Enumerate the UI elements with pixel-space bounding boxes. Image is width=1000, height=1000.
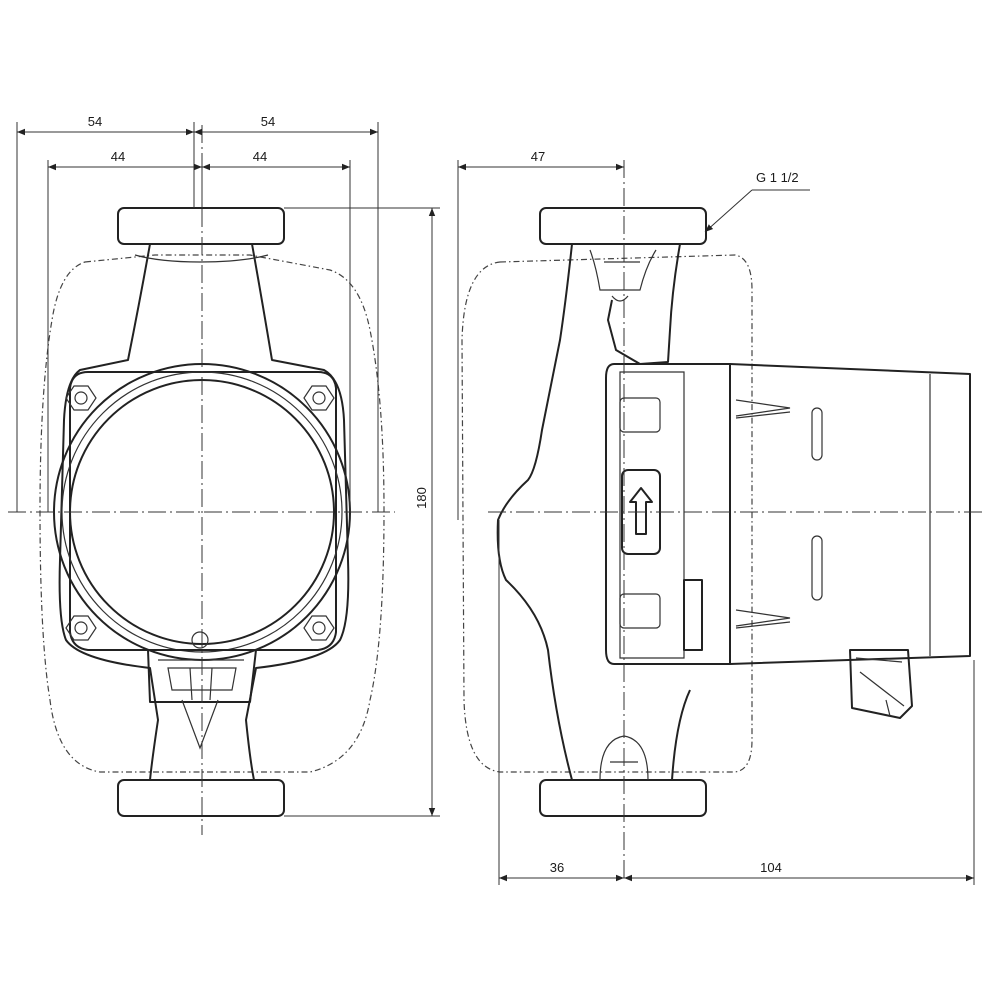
dim-label-height: 180 [414,487,429,509]
flow-direction-arrow-icon [629,487,653,535]
front-connector-box [147,649,257,703]
side-motor-cylinder [729,363,971,665]
dim-label-side-bottom-left: 36 [550,860,564,875]
front-motor-flange [69,371,337,651]
front-bolt-hexes [65,385,335,641]
dim-label-thread: G 1 1/2 [756,170,799,185]
front-body-outline [58,243,350,781]
front-dimensions: 54 54 44 44 180 [16,114,440,817]
front-view [8,125,395,835]
dim-label-side-top-offset: 47 [531,149,545,164]
side-lower-slot [619,593,661,629]
front-connector-detail [158,659,244,750]
front-upper-neck [134,254,269,263]
side-body-profile [496,243,691,781]
dim-label-front-outer-left: 54 [88,114,102,129]
side-motor-block-inner [619,371,685,659]
front-envelope-outline [39,254,385,773]
side-terminal-box [683,579,703,651]
side-view [461,160,985,880]
front-bottom-flange [117,779,285,817]
side-top-neck [589,249,657,302]
side-connector-plug [849,649,913,719]
dim-label-front-inner-right: 44 [253,149,267,164]
side-motor-block [605,363,731,665]
dim-label-front-inner-left: 44 [111,149,125,164]
side-connector-detail [855,657,905,717]
side-dimensions: 47 G 1 1/2 36 104 [457,149,975,885]
front-terminal-bump [191,631,209,649]
thread-leader-line [704,189,753,233]
side-upper-slot [619,397,661,433]
side-bottom-flange [539,779,707,817]
front-top-flange [117,207,285,245]
side-top-flange [539,207,707,245]
dim-label-front-outer-right: 54 [261,114,275,129]
dim-label-side-bottom-right: 104 [760,860,782,875]
side-cooling-fins [735,399,823,629]
